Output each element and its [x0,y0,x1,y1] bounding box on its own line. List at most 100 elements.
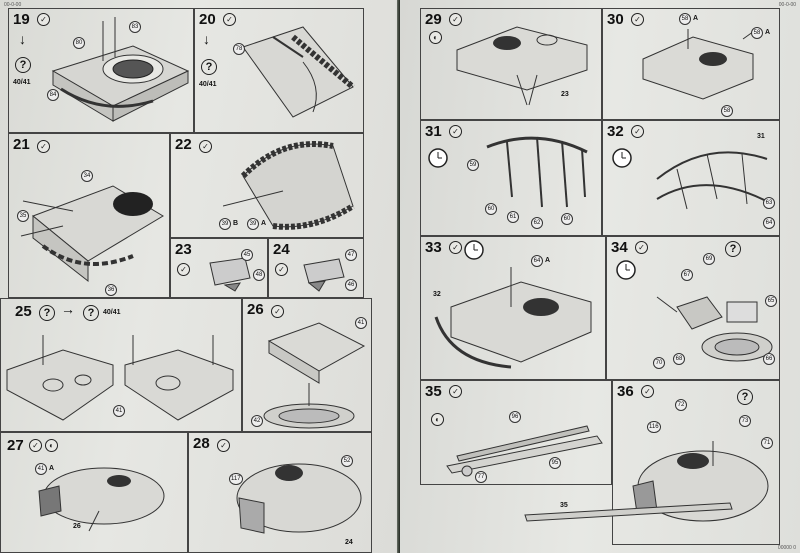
glue-icon: ✓ [29,439,42,452]
basket-rail-drawing [486,136,588,208]
variant-label: B [233,220,239,227]
gun-barrel-drawing [446,425,603,477]
glue-icon: ✓ [177,263,190,276]
part-callout: 45 [241,249,253,261]
part-callout: 80 [73,37,85,49]
part-callout: 58 [679,13,691,25]
step-number: 33 [425,239,442,256]
step-21-panel: 21 ✓ 34 35 36 [8,133,170,298]
part-callout: 96 [509,411,521,423]
step-number: 29 [425,11,442,28]
question-mark-icon: ? [15,57,31,73]
step-28-panel: 28 ✓ 117 52 24 [188,432,372,553]
part-callout: 62 [531,217,543,229]
turret-halves-drawing [6,335,234,421]
glue-icon: ✓ [449,385,462,398]
glue-icon: ✓ [631,125,644,138]
paint-tin-icon: ◐ [45,439,58,452]
arrow-right-icon: → [61,301,75,317]
long-barrel-drawing [524,502,733,522]
part-callout: 35 [17,210,29,222]
step-number: 28 [193,435,210,452]
variant-label: A [765,29,771,36]
step-34-panel: 34 ✓ ? 69 67 65 68 70 66 [606,236,780,380]
part-callout: 47 [345,249,357,261]
track-assembly-drawing [242,26,355,118]
step-24-panel: 24 ✓ 47 46 [268,238,364,298]
part-label: 24 [345,539,353,546]
turret-assembly-drawing [456,26,588,106]
glue-icon: ✓ [449,241,462,254]
part-callout: 65 [765,295,777,307]
step-number: 34 [611,239,628,256]
step-number: 30 [607,11,624,28]
reference-step: 40/41 [199,81,217,88]
clock-icon [616,260,636,280]
turret-basket-drawing [434,267,592,369]
turret-platform-drawing [51,17,190,122]
step-36-panel: 36 ✓ ? 72 73 116 71 [612,380,780,545]
page-fold [397,0,402,553]
part-callout: 84 [47,89,59,101]
step-32-panel: 32 ✓ 31 63 64 [602,120,780,236]
right-page: 00-0-00 29 ✓ ◐ 23 30 ✓ 58 A 58 A 58 31 [400,0,800,553]
part-callout: 46 [345,279,357,291]
part-callout: 58 [751,27,763,39]
step-number: 31 [425,123,442,140]
step-19-panel: 19 ✓ ↓ ? 40/41 80 84 83 [8,8,194,133]
step-25-panel: 25 ? → ? 40/41 41 [0,298,242,432]
part-callout: 73 [739,415,751,427]
step-number: 36 [617,383,634,400]
glue-icon: ✓ [223,13,236,26]
turret-top-drawing [236,463,362,534]
step-number: 25 [15,303,32,320]
variant-label: A [693,15,699,22]
step-number: 23 [175,241,192,258]
part-callout: 39 [219,218,231,230]
step-number: 27 [7,437,24,454]
part-callout: 60 [485,203,497,215]
part-callout: 68 [673,353,685,365]
variant-label: A [49,465,55,472]
part-callout: 78 [233,43,245,55]
step-29-panel: 29 ✓ ◐ 23 [420,8,602,120]
page-code: 00000 0 [777,545,796,551]
step-number: 19 [13,11,30,28]
glue-icon: ✓ [631,13,644,26]
part-label: 26 [73,523,81,530]
cupola-drawing [656,296,773,362]
part-callout: 34 [81,170,93,182]
step-20-panel: 20 ✓ ↓ ? 40/41 78 [194,8,364,133]
step-number: 20 [199,11,216,28]
part-callout: 64 [763,217,775,229]
part-callout: 71 [761,437,773,449]
arrow-down-icon: ↓ [19,31,26,47]
part-callout: 61 [507,211,519,223]
part-callout: 41 [113,405,125,417]
hull-assembly-drawing [20,185,164,283]
glue-icon: ✓ [37,140,50,153]
glue-icon: ✓ [449,125,462,138]
question-mark-icon: ? [83,305,99,321]
reference-step: 40/41 [13,79,31,86]
step-number: 24 [273,241,290,258]
question-mark-icon: ? [737,389,753,405]
part-callout: 69 [703,253,715,265]
part-callout: 42 [251,415,263,427]
arrow-down-icon: ↓ [203,31,210,47]
step-22-panel: 22 ✓ 39 B 39 A [170,133,364,238]
step-31-panel: 31 ✓ 59 60 61 62 60 [420,120,602,236]
page-code: 00-0-00 [778,2,796,8]
part-callout: 83 [129,21,141,33]
part-callout: 116 [647,421,661,433]
question-mark-icon: ? [201,59,217,75]
part-callout: 66 [763,353,775,365]
clock-icon [464,240,484,260]
variant-label: A [261,220,267,227]
glue-icon: ✓ [635,241,648,254]
part-callout: 67 [681,269,693,281]
step-number: 35 [425,383,442,400]
part-callout: 52 [341,455,353,467]
turret-ring-drawing [263,322,366,429]
completed-turret-drawing [632,441,769,522]
